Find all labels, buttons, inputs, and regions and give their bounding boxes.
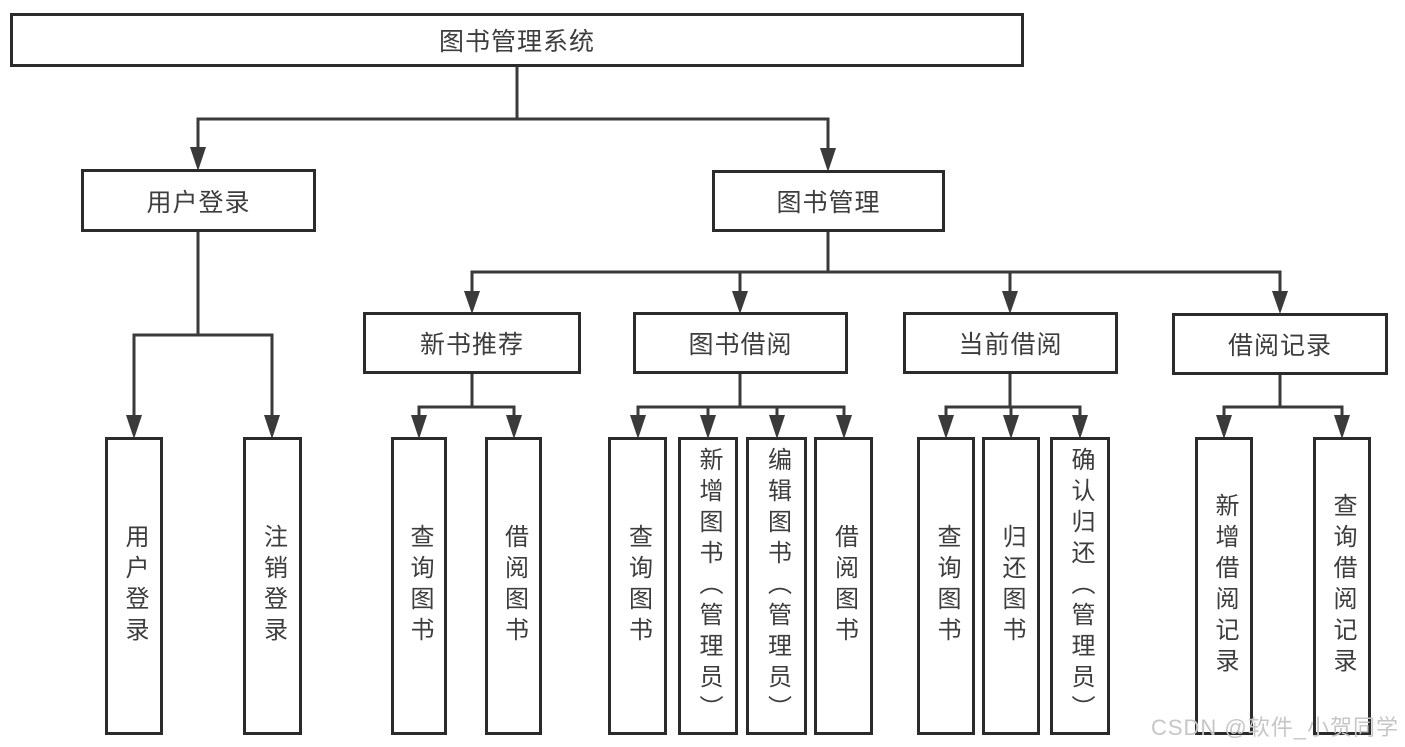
node-book-borrowing-label: 图书借阅 <box>688 331 793 359</box>
leaf-confirm-return-admin: 确认归还（管理员） <box>1050 437 1110 735</box>
leaf-query-book: 查询图书 <box>608 437 667 735</box>
leaf-user-login-label: 用户登录 <box>121 524 148 648</box>
leaf-borrow-book-label: 借阅图书 <box>830 524 858 648</box>
node-book-borrowing: 图书借阅 <box>633 312 848 374</box>
leaf-query-book-recommend: 查询图书 <box>391 437 447 735</box>
leaf-return-book: 归还图书 <box>982 437 1040 735</box>
leaf-confirm-return-admin-label: 确认归还（管理员） <box>1067 446 1094 726</box>
node-root-label: 图书管理系统 <box>438 28 595 56</box>
leaf-borrow-book-recommend-label: 借阅图书 <box>500 524 528 648</box>
leaf-query-current: 查询图书 <box>917 437 975 735</box>
leaf-add-book-admin: 新增图书（管理员） <box>678 437 738 735</box>
node-current-borrowing: 当前借阅 <box>903 312 1118 374</box>
leaf-query-book-recommend-label: 查询图书 <box>406 524 433 648</box>
node-book-management: 图书管理 <box>712 170 945 232</box>
leaf-return-book-label: 归还图书 <box>998 524 1025 648</box>
watermark: CSDN @软件_小贺同学 <box>1150 715 1399 740</box>
leaf-query-borrow-record-label: 查询借阅记录 <box>1329 493 1356 679</box>
node-user-login-label: 用户登录 <box>146 188 251 217</box>
node-book-management-label: 图书管理 <box>776 189 881 217</box>
leaf-add-borrow-record: 新增借阅记录 <box>1195 437 1253 735</box>
leaf-user-login: 用户登录 <box>105 437 163 735</box>
leaf-query-book-label: 查询图书 <box>624 524 652 648</box>
leaf-query-borrow-record: 查询借阅记录 <box>1313 437 1371 735</box>
node-current-borrowing-label: 当前借阅 <box>958 331 1063 359</box>
node-root: 图书管理系统 <box>10 13 1024 67</box>
leaf-logout: 注销登录 <box>243 437 302 735</box>
node-new-book-recommend-label: 新书推荐 <box>419 331 524 359</box>
node-borrowing-records: 借阅记录 <box>1172 313 1388 375</box>
leaf-add-borrow-record-label: 新增借阅记录 <box>1211 493 1238 679</box>
node-borrowing-records-label: 借阅记录 <box>1227 332 1332 360</box>
leaf-edit-book-admin: 编辑图书（管理员） <box>746 437 807 735</box>
node-new-book-recommend: 新书推荐 <box>363 312 581 374</box>
leaf-add-book-admin-label: 新增图书（管理员） <box>695 446 722 726</box>
leaf-logout-label: 注销登录 <box>259 524 287 648</box>
leaf-borrow-book: 借阅图书 <box>814 437 873 735</box>
node-user-login: 用户登录 <box>81 169 316 232</box>
leaf-borrow-book-recommend: 借阅图书 <box>485 437 542 735</box>
leaf-query-current-label: 查询图书 <box>933 524 960 648</box>
leaf-edit-book-admin-label: 编辑图书（管理员） <box>763 446 791 726</box>
